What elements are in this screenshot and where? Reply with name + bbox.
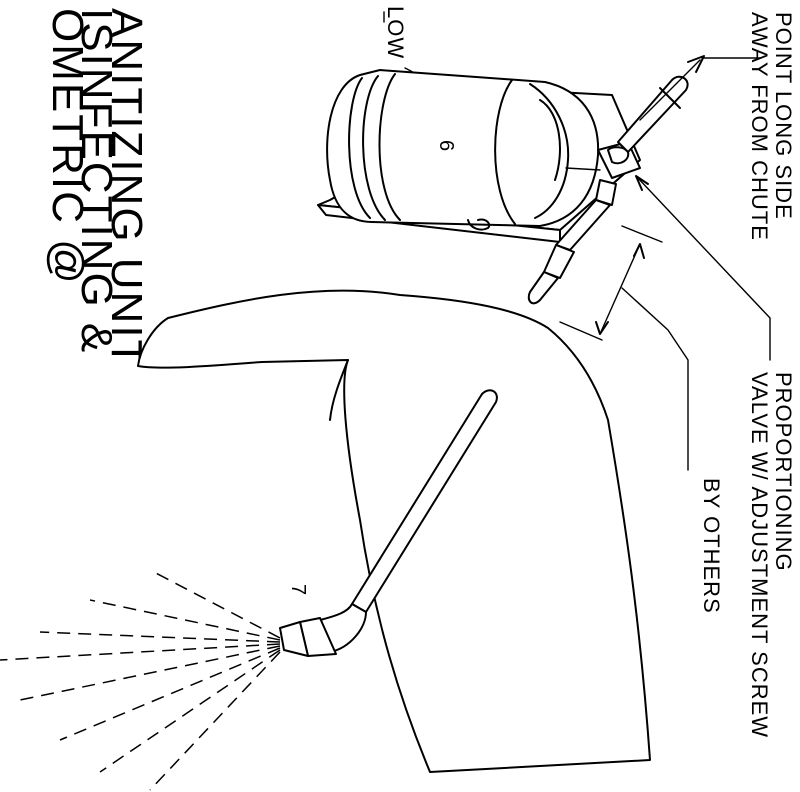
- callout-point-long-side-2: AWAY FROM CHUTE: [747, 12, 772, 241]
- callout-proportioning-2: VALVE W/ ADJUSTMENT SCREW: [747, 372, 772, 738]
- proportioning-arrowhead: [635, 175, 649, 191]
- point-long-side-arrowhead: [687, 55, 705, 73]
- tank-ring-4: [494, 79, 516, 225]
- proportioning-leader: [635, 175, 771, 361]
- hose-fitting: [543, 244, 575, 279]
- dimension-arrow-lower: [595, 321, 609, 335]
- callout-point-long-side-1: POINT LONG SIDE: [771, 12, 796, 220]
- item-number-nozzle: 7: [287, 584, 309, 595]
- dimension-extension-lower: [559, 321, 603, 341]
- title-line-1: OMETRIC @: [43, 8, 92, 286]
- wand-tube: [351, 389, 498, 613]
- dimension-arrow-upper: [633, 243, 645, 259]
- tank-outlet: [565, 167, 601, 171]
- chute-body: [137, 289, 651, 773]
- title-line-3: ANITIZING UNIT: [102, 8, 151, 368]
- tank-body: [326, 69, 600, 227]
- proportioning-valve-assembly: [527, 75, 689, 305]
- chute: [137, 289, 651, 773]
- item-number-tank: 6: [435, 140, 457, 151]
- title-block: OMETRIC @ ISINFECTING & ANITIZING UNIT: [43, 8, 151, 368]
- chute-fold: [329, 359, 349, 421]
- point-long-side-leader: [639, 59, 701, 121]
- dimension-extension-upper: [621, 225, 663, 243]
- dimension-line: [599, 243, 641, 335]
- by-others-dimension: [559, 225, 689, 471]
- spray-pattern: [0, 569, 281, 791]
- nozzle-tip: [279, 621, 309, 657]
- spray-wand: 7: [279, 389, 498, 657]
- callout-by-others: BY OTHERS: [699, 478, 724, 614]
- title-line-2: ISINFECTING &: [72, 8, 121, 354]
- callout-proportioning-1: PROPORTIONING: [771, 372, 796, 572]
- bracket-slot: [467, 218, 491, 231]
- hose-connector: [527, 271, 559, 305]
- tank-cap: [529, 83, 570, 219]
- long-side-tube: [617, 75, 689, 153]
- partial-label: LOW: [383, 6, 408, 59]
- by-others-leader: [621, 287, 689, 471]
- chemical-tank: 6: [317, 69, 641, 243]
- tank-ring-2: [362, 75, 386, 221]
- tank-ring-1: [348, 77, 371, 219]
- tube-band: [659, 87, 681, 109]
- valve-coupling: [595, 179, 617, 206]
- tank-ring-3: [378, 73, 401, 221]
- tank-cap-inner: [539, 99, 561, 181]
